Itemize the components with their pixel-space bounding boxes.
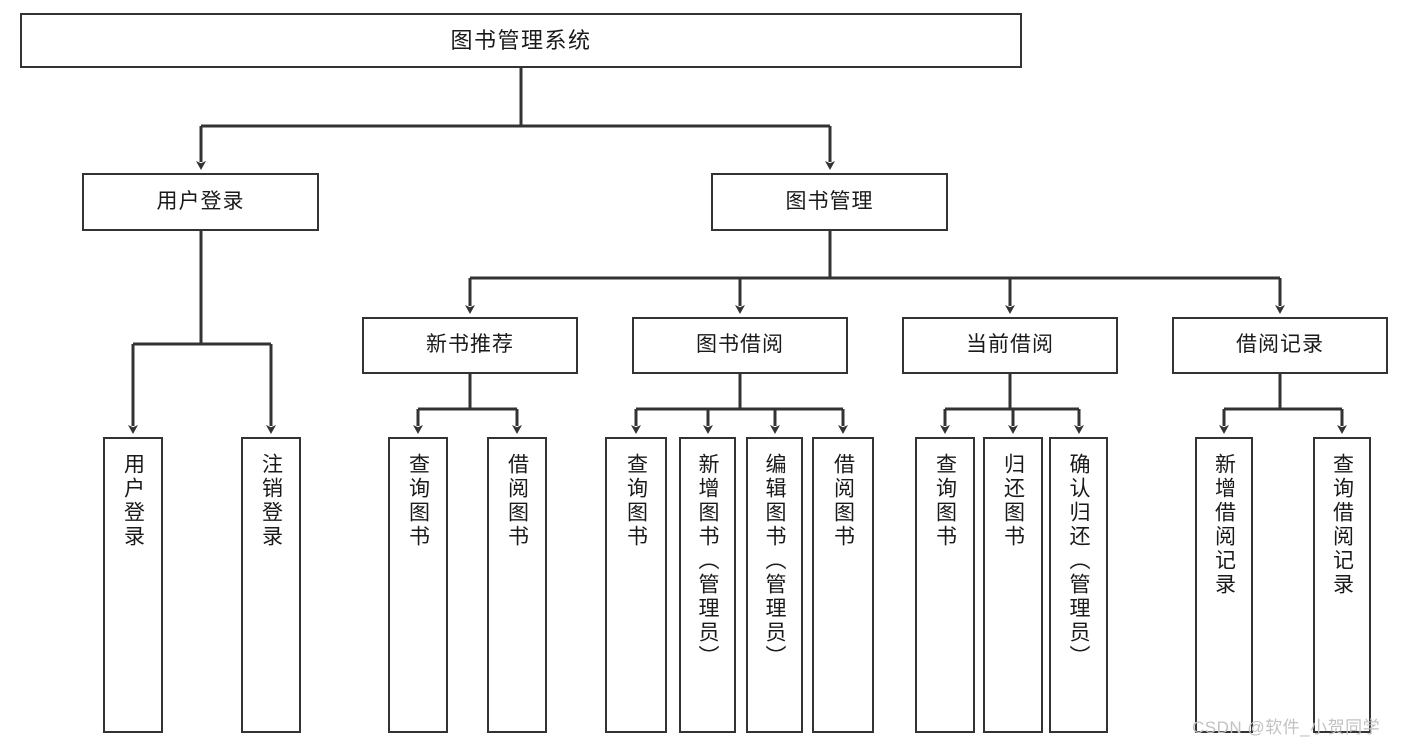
node-label: 编辑图书（管理员） xyxy=(763,453,786,669)
node-label: 注销登录 xyxy=(259,453,283,549)
node-label: 查询图书 xyxy=(406,453,430,549)
node-l-bw-add: 新增图书（管理员） xyxy=(679,437,736,733)
node-l-rc-query: 查询借阅记录 xyxy=(1313,437,1371,733)
node-root: 图书管理系统 xyxy=(20,13,1022,68)
node-label: 新书推荐 xyxy=(426,333,514,357)
node-l-cu-query: 查询图书 xyxy=(915,437,975,733)
node-label: 用户登录 xyxy=(121,453,145,549)
node-l-bw-query: 查询图书 xyxy=(605,437,667,733)
node-label: 新增图书（管理员） xyxy=(696,453,719,669)
node-l-nb-borrow: 借阅图书 xyxy=(487,437,547,733)
csdn-watermark: CSDN @软件_小贺同学 xyxy=(1192,718,1381,737)
node-l-cu-conf: 确认归还（管理员） xyxy=(1049,437,1108,733)
node-label: 确认归还（管理员） xyxy=(1067,453,1090,669)
node-label: 借阅图书 xyxy=(505,453,529,549)
node-l-bw-edit: 编辑图书（管理员） xyxy=(746,437,803,733)
node-current: 当前借阅 xyxy=(902,317,1118,374)
node-borrow: 图书借阅 xyxy=(632,317,848,374)
node-label: 图书管理 xyxy=(785,189,874,213)
node-bookmgmt: 图书管理 xyxy=(711,173,948,231)
node-label: 新增借阅记录 xyxy=(1212,453,1236,597)
node-label: 借阅图书 xyxy=(831,453,855,549)
node-label: 图书管理系统 xyxy=(450,27,592,53)
node-l-login: 用户登录 xyxy=(103,437,163,733)
node-records: 借阅记录 xyxy=(1172,317,1388,374)
node-login: 用户登录 xyxy=(82,173,319,231)
node-label: 查询图书 xyxy=(933,453,957,549)
node-label: 当前借阅 xyxy=(966,333,1054,357)
node-label: 用户登录 xyxy=(156,189,245,213)
node-label: 归还图书 xyxy=(1001,453,1025,549)
node-newbook: 新书推荐 xyxy=(362,317,578,374)
node-l-cu-back: 归还图书 xyxy=(983,437,1043,733)
node-l-rc-add: 新增借阅记录 xyxy=(1195,437,1253,733)
node-l-logout: 注销登录 xyxy=(241,437,301,733)
node-l-nb-query: 查询图书 xyxy=(388,437,448,733)
node-label: 图书借阅 xyxy=(696,333,784,357)
node-label: 查询借阅记录 xyxy=(1330,453,1354,597)
node-label: 查询图书 xyxy=(624,453,648,549)
node-label: 借阅记录 xyxy=(1236,333,1324,357)
node-l-bw-lend: 借阅图书 xyxy=(812,437,874,733)
